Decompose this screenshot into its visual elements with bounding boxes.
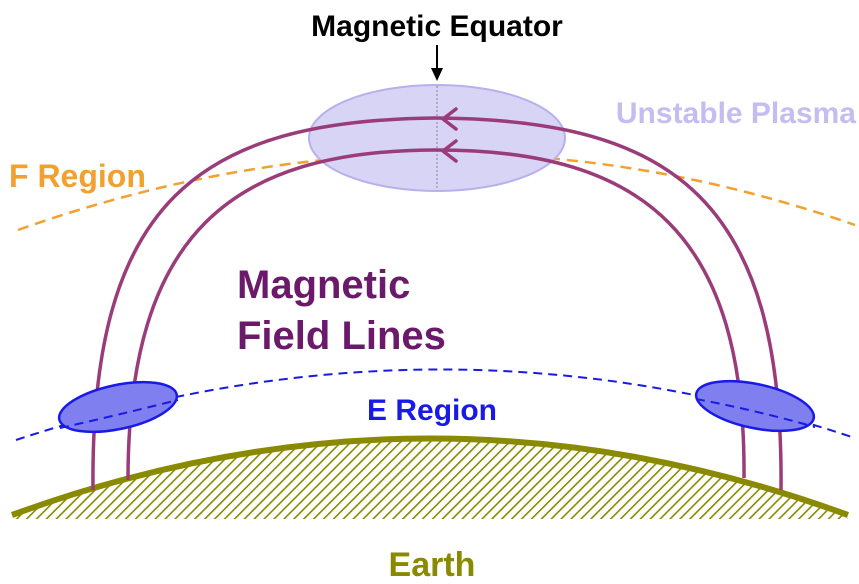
magnetic-equator-label: Magnetic Equator (311, 10, 563, 43)
magnetic-field-line-inner (126, 148, 746, 481)
unstable-plasma-label: Unstable Plasma (616, 97, 856, 130)
e-region-boundary-overlay (695, 398, 816, 428)
magnetic-field-line-outer (91, 116, 783, 491)
field-line-arrow-icon (441, 107, 458, 131)
field-line-arrow-icon (441, 139, 458, 163)
e-region-blob-right (694, 379, 816, 433)
e-region-label: E Region (367, 394, 497, 427)
earth-label: Earth (389, 546, 476, 584)
f-region-label: F Region (9, 158, 146, 194)
magnetic-field-lines-label-line2: Field Lines (237, 314, 446, 358)
e-region-blob-left (57, 380, 179, 434)
magnetic-field-lines-label-line1: Magnetic (237, 263, 410, 307)
earth-horizon-line (10, 435, 850, 518)
down-arrow-head-icon (431, 68, 443, 81)
f-region-boundary (17, 152, 856, 232)
e-region-boundary-overlay (59, 399, 179, 429)
